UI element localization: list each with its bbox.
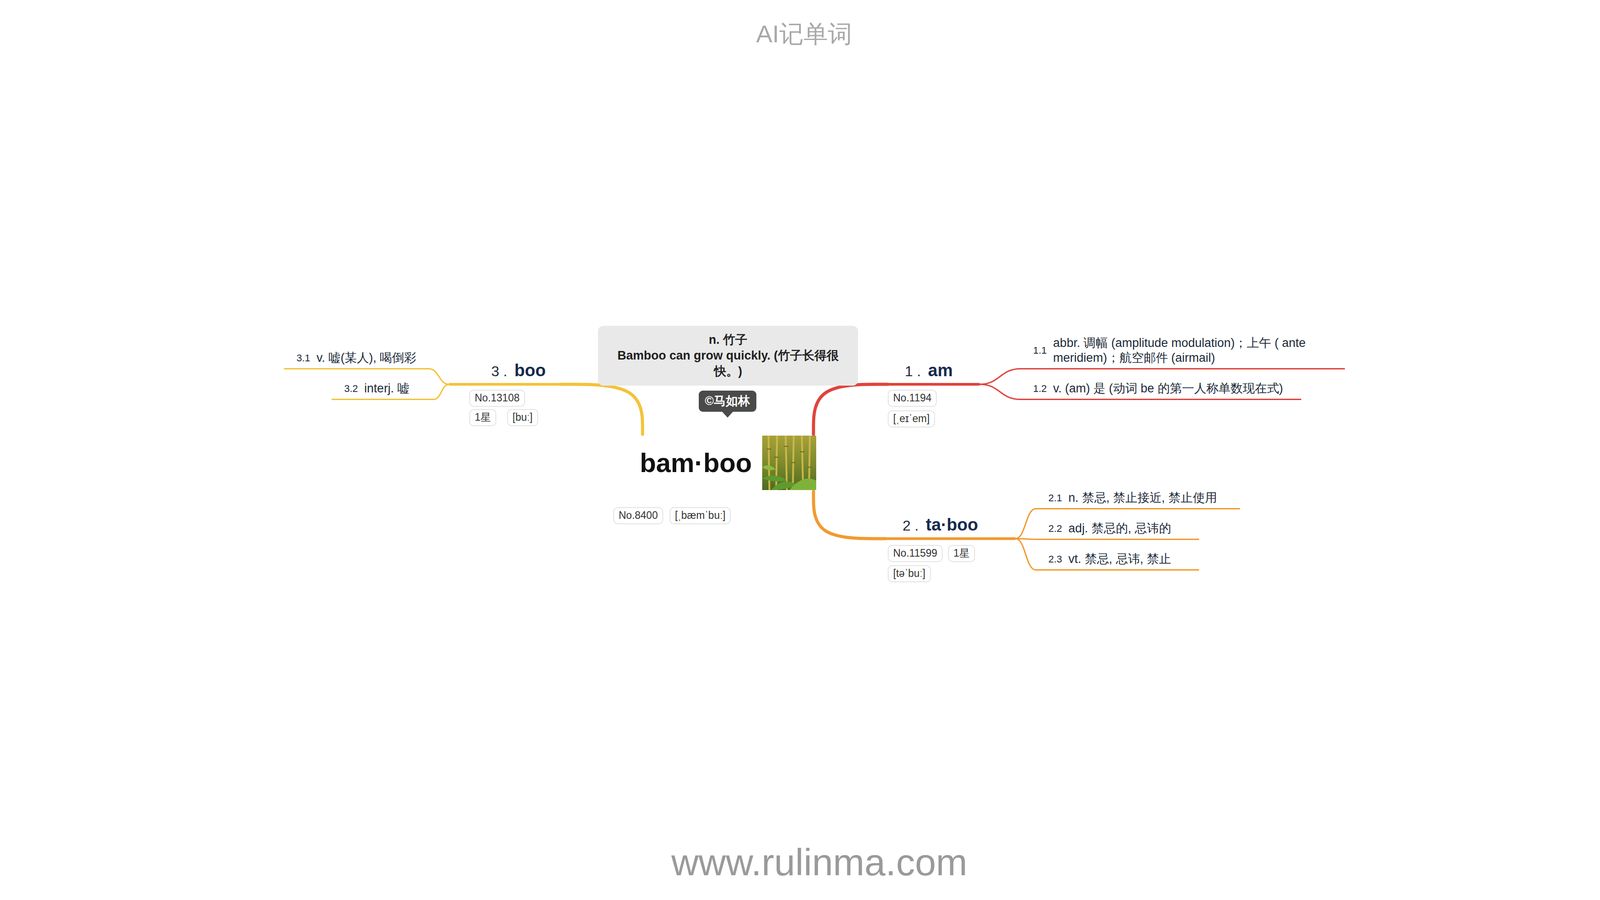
meaning-item: 2.1 n. 禁忌, 禁止接近, 禁止使用	[1035, 490, 1241, 510]
sub-branch	[1015, 538, 1036, 571]
sub-text: abbr. 调幅 (amplitude modulation)；上午 ( ant…	[1053, 335, 1333, 367]
tip-ex: Bamboo can grow quickly. (竹子长得很快。)	[607, 347, 849, 380]
branch-topic: 1 . am	[887, 360, 980, 386]
meaning-item: 2.2 adj. 禁忌的, 忌讳的	[1035, 521, 1200, 540]
sub-num: 1.1	[1033, 344, 1048, 357]
branch-topic: 3 . boo	[449, 360, 562, 386]
sub-num: 2.2	[1048, 522, 1063, 535]
tip-pos: n. 竹子	[607, 332, 849, 348]
picture-ground	[762, 435, 817, 490]
word-rank: No.1194	[887, 389, 937, 407]
page-title: AI记单词	[755, 17, 852, 51]
sub-branch	[1015, 508, 1036, 540]
word-rank: No.8400	[613, 507, 664, 525]
sub-text: vt. 禁忌, 忌讳, 禁止	[1068, 551, 1172, 567]
star-rating: 1星	[948, 544, 976, 562]
star-rating: 1星	[469, 408, 497, 427]
sub-text: v. (am) 是 (动词 be 的第一人称单数现在式)	[1053, 381, 1284, 397]
topic-num: 1 .	[904, 363, 922, 380]
word-rank: No.13108	[469, 389, 526, 407]
phonetic: [ˌeɪˈem]	[887, 410, 935, 428]
main-branch	[813, 491, 886, 539]
phonetic: [təˈbuː]	[887, 565, 931, 583]
phonetic: [buː]	[507, 408, 539, 427]
sub-text: v. 嘘(某人), 喝倒彩	[316, 350, 417, 366]
topic-word: am	[928, 360, 953, 381]
center-t: bam·boo	[639, 447, 752, 479]
sub-num: 3.2	[344, 382, 359, 395]
author-t: ©马如林	[705, 394, 751, 408]
bamboo-leaves	[762, 465, 817, 490]
main-branch	[813, 384, 888, 435]
meaning-item: 2.3 vt. 禁忌, 忌讳, 禁止	[1035, 551, 1200, 571]
sub-num: 2.3	[1048, 553, 1063, 566]
sub-branch	[428, 368, 450, 385]
branch-topic: 2 . ta·boo	[885, 515, 1016, 540]
topic-word: ta·boo	[925, 515, 979, 535]
bamboo-picture	[762, 435, 817, 490]
author-tag: ©马如林	[698, 390, 757, 412]
sub-text: interj. 嘘	[364, 381, 410, 397]
meaning-item: 1.1 abbr. 调幅 (amplitude modulation)；上午 ( …	[1020, 335, 1345, 370]
topic-num: 2 .	[902, 517, 919, 535]
sub-branch	[433, 384, 450, 400]
watermark: www.rulinma.com	[671, 840, 968, 885]
sub-branch	[979, 368, 1021, 385]
meaning-item: 3.2 interj. 嘘	[331, 381, 434, 400]
bamboo-joints	[766, 446, 812, 468]
central-word: bam·boo	[635, 434, 817, 492]
meaning-item: 3.1 v. 嘘(某人), 喝倒彩	[283, 350, 429, 370]
sub-text: n. 禁忌, 禁止接近, 禁止使用	[1068, 490, 1218, 506]
main-branch	[561, 384, 643, 435]
definition-box: n. 竹子Bamboo can grow quickly. (竹子长得很快。)	[597, 325, 859, 386]
topic-num: 3 .	[491, 363, 508, 380]
topic-word: boo	[514, 360, 546, 381]
sub-branch	[979, 384, 1021, 400]
sub-num: 3.1	[296, 352, 311, 365]
sub-num: 2.1	[1048, 492, 1063, 504]
word-rank: No.11599	[887, 544, 943, 562]
sub-text: adj. 禁忌的, 忌讳的	[1068, 521, 1172, 537]
phonetic: [ˌbæmˈbuː]	[669, 507, 731, 525]
meaning-item: 1.2 v. (am) 是 (动词 be 的第一人称单数现在式)	[1020, 381, 1302, 400]
sub-num: 1.2	[1033, 382, 1048, 395]
